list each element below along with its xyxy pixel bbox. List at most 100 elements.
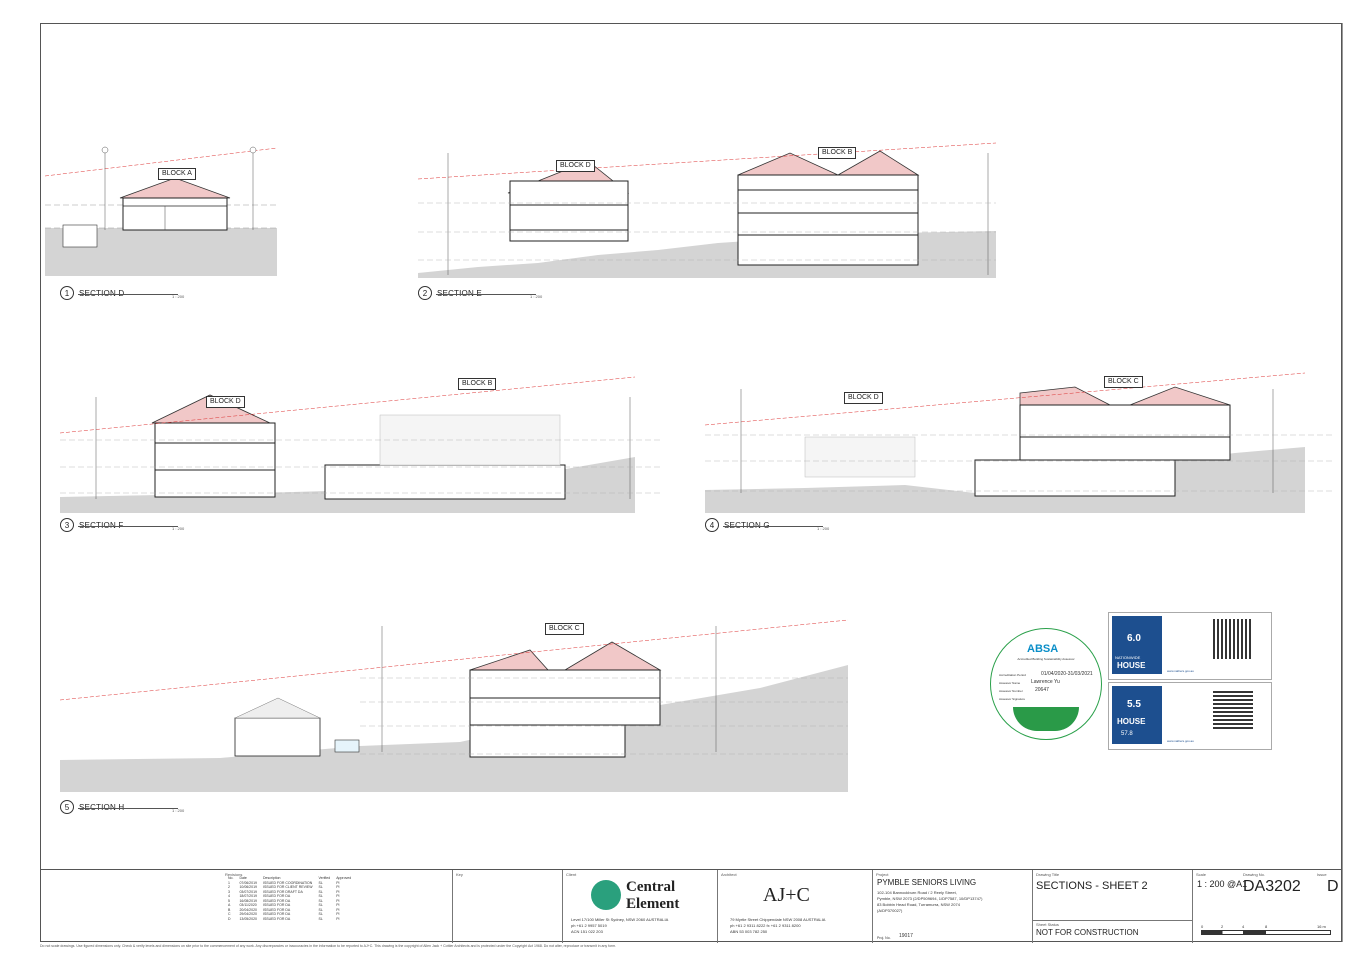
nathers-certificate-2: 5.5 HOUSE 57.8 www.nathers.gov.au <box>1108 682 1272 750</box>
revision-cell: SL <box>318 916 323 921</box>
architect-address: 79 Myrtle Street Chippendale NSW 2008 AU… <box>730 917 826 922</box>
section-g-drawing <box>705 372 1335 513</box>
revision-cell: SL <box>318 903 323 907</box>
revision-cell: PI <box>336 912 340 916</box>
nathers-certificate-1: 6.0 NATIONWIDE HOUSE www.nathers.gov.au <box>1108 612 1272 680</box>
revision-cell: SL <box>318 912 323 916</box>
footer-disclaimer: Do not scale drawings. Use figured dimen… <box>40 944 617 948</box>
section-3-scale: 1 : 200 <box>172 526 185 531</box>
nathers-1-qr-code <box>1213 619 1253 659</box>
revision-cell: 13/05/2020 <box>239 916 257 921</box>
project-number-caption: Proj. No. <box>877 936 891 940</box>
assessor-name-label: Assessor Name <box>999 681 1021 685</box>
section-3-label: 3 SECTION F <box>60 518 123 532</box>
client-acn: ACN 151 022 203 <box>571 929 603 934</box>
scale-bar <box>1201 930 1331 935</box>
block-a-tag: BLOCK A <box>158 168 196 180</box>
architect-logo: AJ+C <box>763 884 810 906</box>
revision-cell: ISSUED FOR DA <box>262 912 291 916</box>
nathers-2-qr-code <box>1213 689 1253 729</box>
client-name-1: Central <box>626 879 676 895</box>
section-5-scale: 1 : 200 <box>172 808 185 813</box>
revision-cell: 10/06/2019 <box>239 885 257 889</box>
revision-cell: PI <box>336 880 340 885</box>
section-3-number: 3 <box>60 518 74 532</box>
project-address-3: 83 Bobbin Head Road, Turramurra, NSW 207… <box>877 902 960 907</box>
section-1-title: SECTION D <box>79 288 125 298</box>
section-5-underline <box>78 808 178 809</box>
section-4-title: SECTION G <box>724 520 770 530</box>
absa-period-label: Accreditation Period <box>999 673 1026 677</box>
absa-certificate: ABSA Accredited Building Sustainability … <box>990 628 1102 740</box>
block-c-tag-h: BLOCK C <box>545 623 584 635</box>
nathers-2-house: HOUSE <box>1117 717 1146 726</box>
section-3-underline <box>78 526 178 527</box>
section-5-label: 5 SECTION H <box>60 800 124 814</box>
revision-cell: 3 <box>228 889 230 894</box>
section-1-underline <box>78 294 178 295</box>
revision-cell: 16/08/2019 <box>239 898 257 903</box>
revision-cell: 1 <box>228 880 230 885</box>
revision-cell: 5 <box>228 898 230 903</box>
scale-caption: Scale <box>1196 872 1207 877</box>
key-cell: Key <box>452 870 562 943</box>
nathers-1-nationwide: NATIONWIDE <box>1115 655 1141 660</box>
absa-subtitle: Accredited Building Sustainability Asses… <box>1017 657 1075 661</box>
section-2-scale: 1 : 200 <box>530 294 543 299</box>
section-h-drawing <box>60 619 849 792</box>
revision-cell: ISSUED FOR DA <box>262 898 291 903</box>
nathers-1-badge <box>1112 616 1162 674</box>
scale-bar-8: 8 <box>1265 924 1268 929</box>
section-4-number: 4 <box>705 518 719 532</box>
revision-cell: SL <box>318 880 323 885</box>
revision-cell: 03/07/2019 <box>239 889 257 894</box>
block-d-tag-g: BLOCK D <box>844 392 883 404</box>
assessor-number: 20647 <box>1035 687 1049 693</box>
drawing-title-caption: Drawing Title <box>1036 872 1060 877</box>
revision-cell: SL <box>318 898 323 903</box>
scale-value: 1 : 200 @A1 <box>1197 879 1248 889</box>
client-phone: ph +61 2 9957 5019 <box>571 923 607 928</box>
revision-cell: SL <box>318 907 323 912</box>
architect-phone: ph +61 2 9311 8222 fx +61 2 9311 8200 <box>730 923 801 928</box>
block-d-tag-e: BLOCK D <box>556 160 595 172</box>
section-4-scale: 1 : 200 <box>817 526 830 531</box>
scale-bar-2: 2 <box>1221 924 1224 929</box>
revision-cell: A <box>228 903 231 907</box>
drawing-sheet-border <box>40 23 1342 942</box>
absa-period: 01/04/2020-31/03/2021 <box>1041 671 1093 677</box>
scale-bar-0: 0 <box>1201 924 1204 929</box>
block-b-tag-e: BLOCK B <box>818 147 857 159</box>
assessor-number-label: Assessor Number <box>999 689 1023 693</box>
revision-cell: PI <box>336 903 340 907</box>
project-number: 19017 <box>899 933 913 939</box>
project-caption: Project <box>876 872 889 877</box>
project-cell: Project PYMBLE SENIORS LIVING 102-104 Ba… <box>872 870 1032 943</box>
drawing-title-cell: Drawing Title SECTIONS - SHEET 2 Sheet S… <box>1032 870 1193 943</box>
nathers-1-url: www.nathers.gov.au <box>1167 669 1194 673</box>
central-element-logo-icon <box>591 880 621 910</box>
revision-cell: SL <box>318 889 323 894</box>
drawing-title: SECTIONS - SHEET 2 <box>1036 880 1148 892</box>
section-d-drawing <box>45 146 278 276</box>
revision-cell: SL <box>318 885 323 889</box>
section-1-number: 1 <box>60 286 74 300</box>
project-name: PYMBLE SENIORS LIVING <box>877 878 977 887</box>
assessor-signature-label: Assessor Signature <box>999 697 1026 701</box>
sheet-status-divider <box>1033 920 1193 921</box>
revision-cell: ISSUED FOR DRAFT DA <box>262 889 303 894</box>
revision-cell: PI <box>336 907 340 912</box>
revision-cell: B <box>228 907 231 912</box>
section-5-title: SECTION H <box>79 802 125 812</box>
client-cell: Client Central Element Level 17/100 Mill… <box>562 870 717 943</box>
scale-cell: Scale 1 : 200 @A1 Drawing No. DA3202 Iss… <box>1192 870 1342 943</box>
nathers-1-rating: 6.0 <box>1127 633 1141 644</box>
revision-cell: ISSUED FOR DA <box>262 916 291 921</box>
